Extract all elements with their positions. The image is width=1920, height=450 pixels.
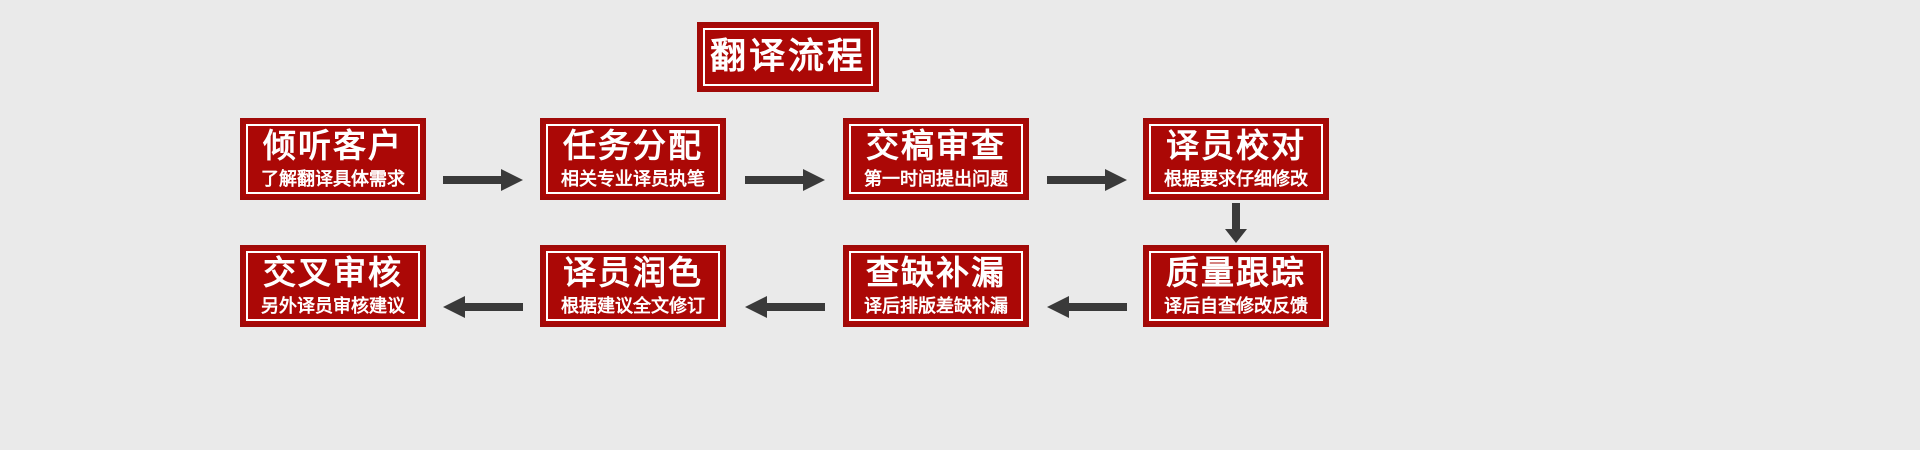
process-node-step-1-subtitle: 了解翻译具体需求 xyxy=(261,168,405,190)
flowchart-title-box-inner: 翻译流程 xyxy=(703,28,873,86)
process-node-step-8-subtitle: 另外译员审核建议 xyxy=(261,295,405,317)
process-node-step-6-title: 查缺补漏 xyxy=(866,252,1006,292)
process-node-step-8: 交叉审核 另外译员审核建议 xyxy=(240,245,426,327)
process-node-step-5: 质量跟踪 译后自查修改反馈 xyxy=(1143,245,1329,327)
process-node-step-7-title: 译员润色 xyxy=(563,252,703,292)
connector-arrow-step-1-to-step-2 xyxy=(443,168,523,192)
process-node-step-4-subtitle: 根据要求仔细修改 xyxy=(1164,168,1308,190)
process-node-step-3-title: 交稿审查 xyxy=(866,125,1006,165)
connector-arrow-step-4-to-step-5 xyxy=(1224,203,1248,243)
process-node-step-4: 译员校对 根据要求仔细修改 xyxy=(1143,118,1329,200)
process-node-step-3-subtitle: 第一时间提出问题 xyxy=(864,168,1008,190)
connector-arrow-step-6-to-step-7 xyxy=(745,295,825,319)
process-node-step-4-title: 译员校对 xyxy=(1166,125,1306,165)
connector-arrow-step-7-to-step-8 xyxy=(443,295,523,319)
process-node-step-3-inner: 交稿审查 第一时间提出问题 xyxy=(849,124,1023,194)
flowchart-title-text: 翻译流程 xyxy=(709,35,866,77)
process-node-step-2: 任务分配 相关专业译员执笔 xyxy=(540,118,726,200)
process-node-step-6-subtitle: 译后排版差缺补漏 xyxy=(864,295,1008,317)
process-node-step-6: 查缺补漏 译后排版差缺补漏 xyxy=(843,245,1029,327)
process-node-step-4-inner: 译员校对 根据要求仔细修改 xyxy=(1149,124,1323,194)
process-node-step-3: 交稿审查 第一时间提出问题 xyxy=(843,118,1029,200)
process-node-step-2-subtitle: 相关专业译员执笔 xyxy=(561,168,705,190)
process-node-step-1: 倾听客户 了解翻译具体需求 xyxy=(240,118,426,200)
connector-arrow-step-2-to-step-3 xyxy=(745,168,825,192)
process-node-step-1-inner: 倾听客户 了解翻译具体需求 xyxy=(246,124,420,194)
process-node-step-8-inner: 交叉审核 另外译员审核建议 xyxy=(246,251,420,321)
process-node-step-1-title: 倾听客户 xyxy=(263,125,403,165)
flowchart-title-box: 翻译流程 xyxy=(697,22,879,92)
process-node-step-5-subtitle: 译后自查修改反馈 xyxy=(1164,295,1308,317)
process-node-step-7-subtitle: 根据建议全文修订 xyxy=(561,295,705,317)
process-node-step-2-title: 任务分配 xyxy=(563,125,703,165)
process-node-step-6-inner: 查缺补漏 译后排版差缺补漏 xyxy=(849,251,1023,321)
process-node-step-5-title: 质量跟踪 xyxy=(1166,252,1306,292)
process-node-step-2-inner: 任务分配 相关专业译员执笔 xyxy=(546,124,720,194)
process-node-step-8-title: 交叉审核 xyxy=(263,252,403,292)
connector-arrow-step-3-to-step-4 xyxy=(1047,168,1127,192)
process-node-step-7-inner: 译员润色 根据建议全文修订 xyxy=(546,251,720,321)
process-node-step-7: 译员润色 根据建议全文修订 xyxy=(540,245,726,327)
process-node-step-5-inner: 质量跟踪 译后自查修改反馈 xyxy=(1149,251,1323,321)
connector-arrow-step-5-to-step-6 xyxy=(1047,295,1127,319)
